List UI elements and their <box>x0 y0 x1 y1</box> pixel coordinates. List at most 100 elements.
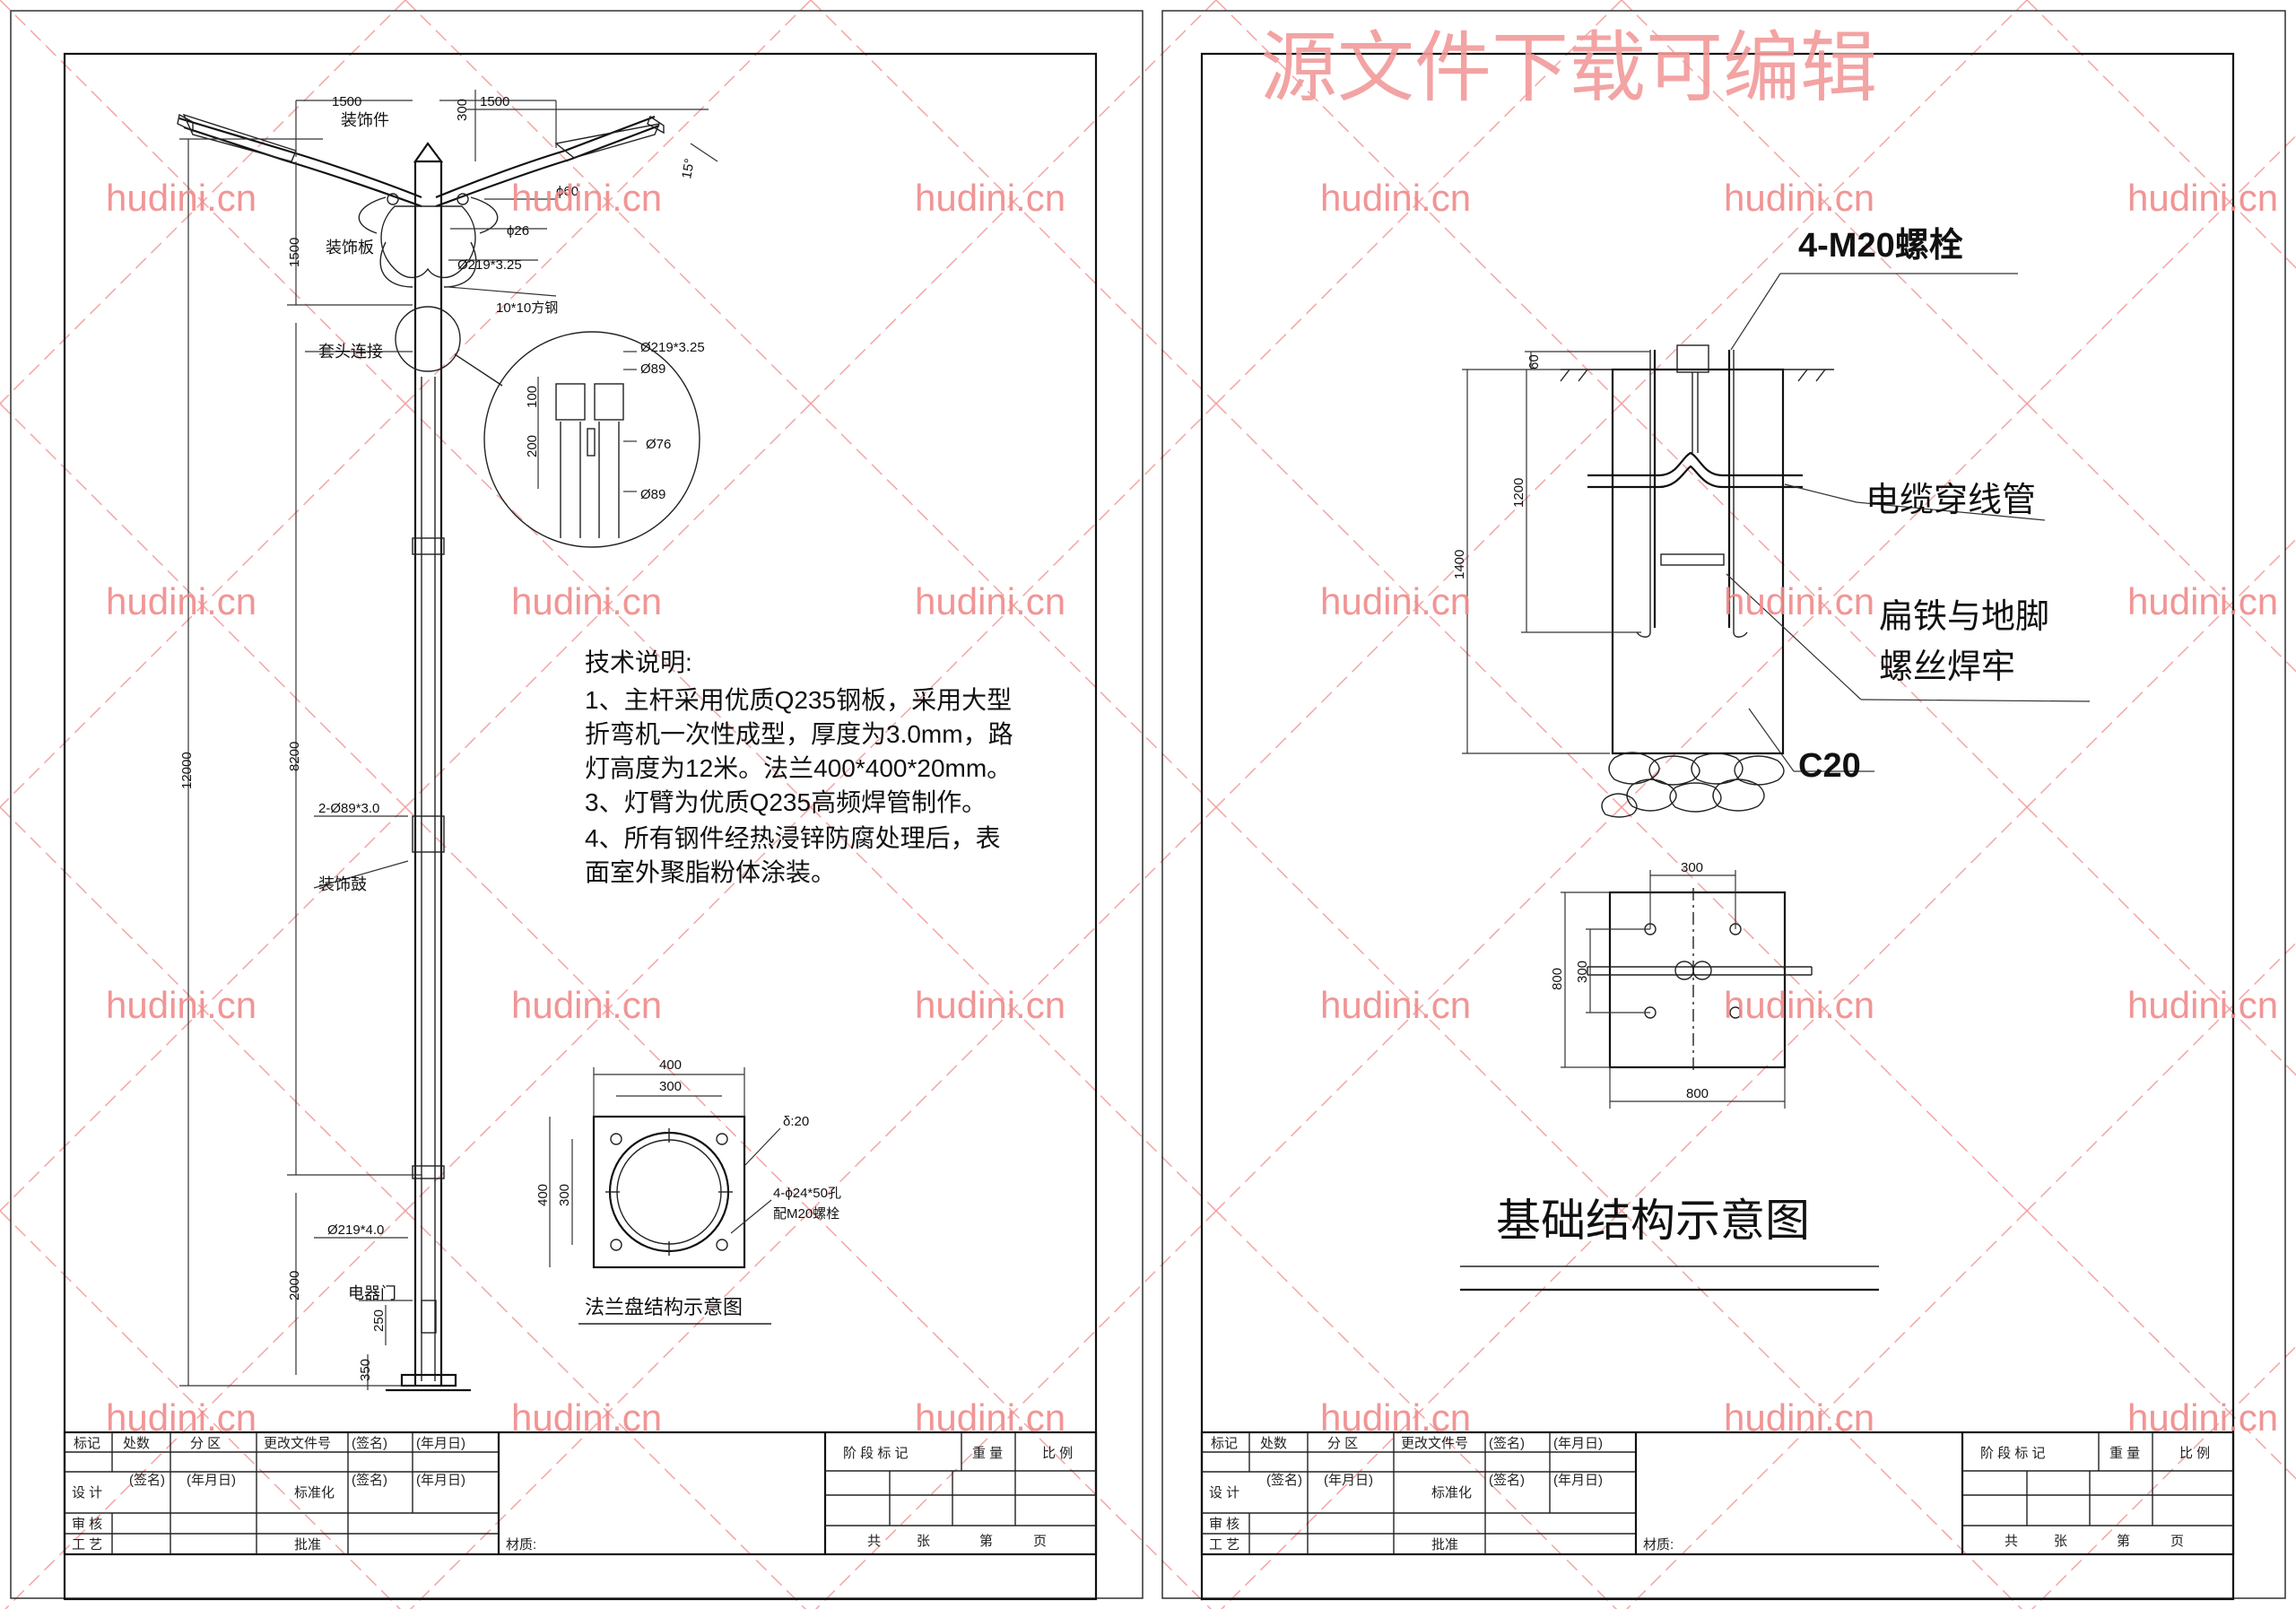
watermark-line <box>2026 135 2296 404</box>
foundation-title: 基础结构示意图 <box>1496 1196 1810 1246</box>
watermark-line <box>2026 942 2296 1212</box>
flange-bolts: 配M20螺栓 <box>773 1206 839 1222</box>
watermark-text: hudini.cn <box>511 580 662 622</box>
tb-pages-total: 共 <box>867 1534 881 1549</box>
detail-h100: 100 <box>525 386 540 408</box>
watermark-line <box>1215 403 1622 808</box>
tb-scale: 比 例 <box>2179 1446 2210 1461</box>
watermark-line <box>1621 806 2028 1212</box>
watermark-line <box>0 403 406 808</box>
tech-note-line: 4、所有钢件经热浸锌防腐处理后，表 <box>585 824 1001 852</box>
watermark-line <box>0 806 406 1212</box>
deco-shell: 装饰鼓 <box>318 875 367 893</box>
tech-note-line: 折弯机一次性成型，厚度为3.0mm，路 <box>585 720 1013 748</box>
tb-mark: 标记 <box>1211 1436 1238 1451</box>
tb-approve: 批准 <box>1431 1537 1458 1552</box>
watermark-line <box>810 403 1217 808</box>
watermark-banner: 源文件下载可编辑 <box>1260 25 1877 111</box>
tb-change-doc: 更改文件号 <box>1401 1436 1468 1451</box>
flange-thickness: δ:20 <box>783 1114 809 1129</box>
flange-side-inner: 300 <box>557 1184 572 1206</box>
tb-material: 材质: <box>1643 1537 1674 1552</box>
tb-sign-3: (签名) <box>352 1473 387 1488</box>
watermark-line <box>2031 1345 2296 1609</box>
tech-note-line: 面室外聚脂粉体涂装。 <box>585 858 836 886</box>
tb-count: 处数 <box>123 1436 150 1451</box>
tb-stage: 阶 段 标 记 <box>843 1446 909 1461</box>
watermark-line <box>814 1210 1217 1609</box>
tb-scale: 比 例 <box>1042 1446 1073 1461</box>
tb-sign: (签名) <box>352 1436 387 1451</box>
watermark-line <box>810 806 1217 1212</box>
watermark-line <box>1215 806 1622 1212</box>
watermark-text: hudini.cn <box>106 984 257 1026</box>
tb-sign-2: (签名) <box>129 1473 165 1488</box>
plan-inner: 300 <box>1681 860 1703 875</box>
ornament-label: 装饰件 <box>341 111 389 129</box>
watermark-text: hudini.cn <box>915 1396 1065 1439</box>
arm-height: 1500 <box>287 238 302 267</box>
flange-side-outer: 400 <box>535 1184 551 1206</box>
concrete-label: C20 <box>1798 747 1861 785</box>
plan-bottom: 800 <box>1686 1086 1709 1101</box>
watermark-line <box>409 1210 812 1609</box>
tb-process: 工 艺 <box>1209 1537 1239 1552</box>
watermark-line <box>1215 0 1622 404</box>
pole-elevation <box>177 113 665 1392</box>
detail-h200: 200 <box>525 435 540 457</box>
tb-process: 工 艺 <box>72 1537 102 1552</box>
flange-outer: 400 <box>659 1057 682 1073</box>
dim-total: 1400 <box>1452 550 1467 579</box>
title-block-left: 标记 处数 分 区 更改文件号 (签名) (年月日) 设 计 (签名) (年月日… <box>63 1431 1098 1556</box>
watermark-text: hudini.cn <box>1724 177 1874 219</box>
foundation-plan: 300 300 800 800 <box>1550 860 1813 1109</box>
watermark-text: hudini.cn <box>1320 1396 1471 1439</box>
total-height: 12000 <box>179 752 195 789</box>
tech-note-line: 1、主杆采用优质Q235钢板，采用大型 <box>585 686 1012 714</box>
watermark-text: hudini.cn <box>1724 1396 1874 1439</box>
tb-date: (年月日) <box>1553 1436 1603 1451</box>
watermark-text: hudini.cn <box>915 984 1065 1026</box>
tb-review: 审 核 <box>72 1517 102 1532</box>
door-label: 电器门 <box>348 1284 396 1302</box>
tb-pages-num: 第 <box>2117 1533 2130 1549</box>
door-size: 250 <box>371 1309 387 1332</box>
tb-pages-page: 页 <box>2170 1534 2184 1549</box>
watermark-text: hudini.cn <box>1320 580 1471 622</box>
tb-pages-sheet: 张 <box>2054 1534 2067 1549</box>
watermark-text: hudini.cn <box>511 984 662 1026</box>
dim-embed: 1200 <box>1511 478 1526 508</box>
socket-detail: Ø219*3.25 Ø89 Ø76 Ø89 100 200 <box>483 331 705 548</box>
watermark-text: hudini.cn <box>1724 984 1874 1026</box>
watermark-text: hudini.cn <box>2127 580 2278 622</box>
watermark-text: hudini.cn <box>106 1396 257 1439</box>
flange-inner: 300 <box>659 1079 682 1094</box>
left-sheet-border <box>10 10 1144 1601</box>
tech-notes: 技术说明: 1、主杆采用优质Q235钢板，采用大型 折弯机一次性成型，厚度为3.… <box>585 648 1013 886</box>
tb-standard: 标准化 <box>1431 1485 1472 1500</box>
tb-pages-total: 共 <box>2005 1534 2018 1549</box>
watermark-line <box>1621 403 2028 808</box>
tb-design: 设 计 <box>72 1485 102 1500</box>
tb-standard: 标准化 <box>294 1485 335 1500</box>
tech-note-line: 灯高度为12米。法兰400*400*20mm。 <box>585 754 1012 782</box>
tb-date-2: (年月日) <box>187 1473 236 1488</box>
plan-side: 800 <box>1550 968 1565 990</box>
detail-tube: Ø219*3.25 <box>640 340 705 355</box>
watermark-line <box>404 0 812 404</box>
tb-pages-sheet: 张 <box>917 1534 930 1549</box>
watermark-line <box>810 0 1217 404</box>
tech-note-line: 3、灯臂为优质Q235高频焊管制作。 <box>585 788 987 816</box>
tb-review: 审 核 <box>1209 1517 1239 1532</box>
watermark-text: hudini.cn <box>106 177 257 219</box>
tech-notes-heading: 技术说明: <box>585 648 692 676</box>
flange-caption: 法兰盘结构示意图 <box>585 1296 743 1318</box>
tb-zone: 分 区 <box>1327 1436 1358 1451</box>
tb-date: (年月日) <box>416 1436 465 1451</box>
detail-d76: Ø76 <box>646 437 671 452</box>
dia-26: ϕ26 <box>507 223 529 239</box>
watermark-line <box>404 403 812 808</box>
tb-count: 处数 <box>1260 1436 1287 1451</box>
